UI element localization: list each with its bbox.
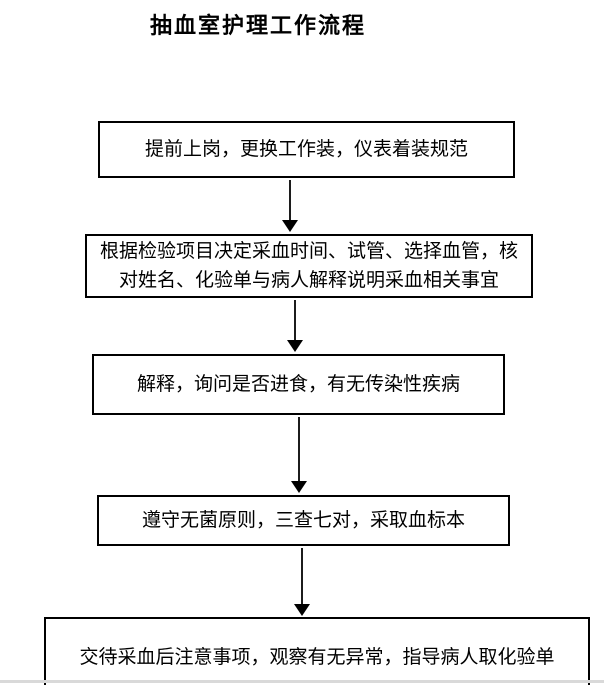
flow-step-5: 交待采血后注意事项，观察有无异常，指导病人取化验单 (44, 617, 590, 685)
arrow-head (291, 481, 307, 493)
arrow-head (287, 340, 303, 352)
flow-step-3: 解释，询问是否进食，有无传染性疾病 (92, 354, 505, 415)
flow-step-4: 遵守无菌原则，三查七对，采取血标本 (97, 495, 510, 546)
arrow-line (301, 548, 303, 605)
arrow-down-icon (287, 300, 303, 352)
arrow-down-icon (291, 417, 307, 493)
flow-step-1: 提前上岗，更换工作装，仪表着装规范 (98, 121, 515, 178)
arrow-down-icon (294, 548, 310, 616)
arrow-line (294, 300, 296, 341)
flow-step-2: 根据检验项目决定采血时间、试管、选择血管，核对姓名、化验单与病人解释说明采血相关… (85, 234, 533, 298)
page-title: 抽血室护理工作流程 (150, 13, 367, 38)
page-bottom-edge (0, 680, 604, 683)
arrow-line (289, 180, 291, 221)
arrow-head (282, 220, 298, 232)
arrow-down-icon (282, 180, 298, 232)
arrow-head (294, 604, 310, 616)
arrow-line (298, 417, 300, 482)
